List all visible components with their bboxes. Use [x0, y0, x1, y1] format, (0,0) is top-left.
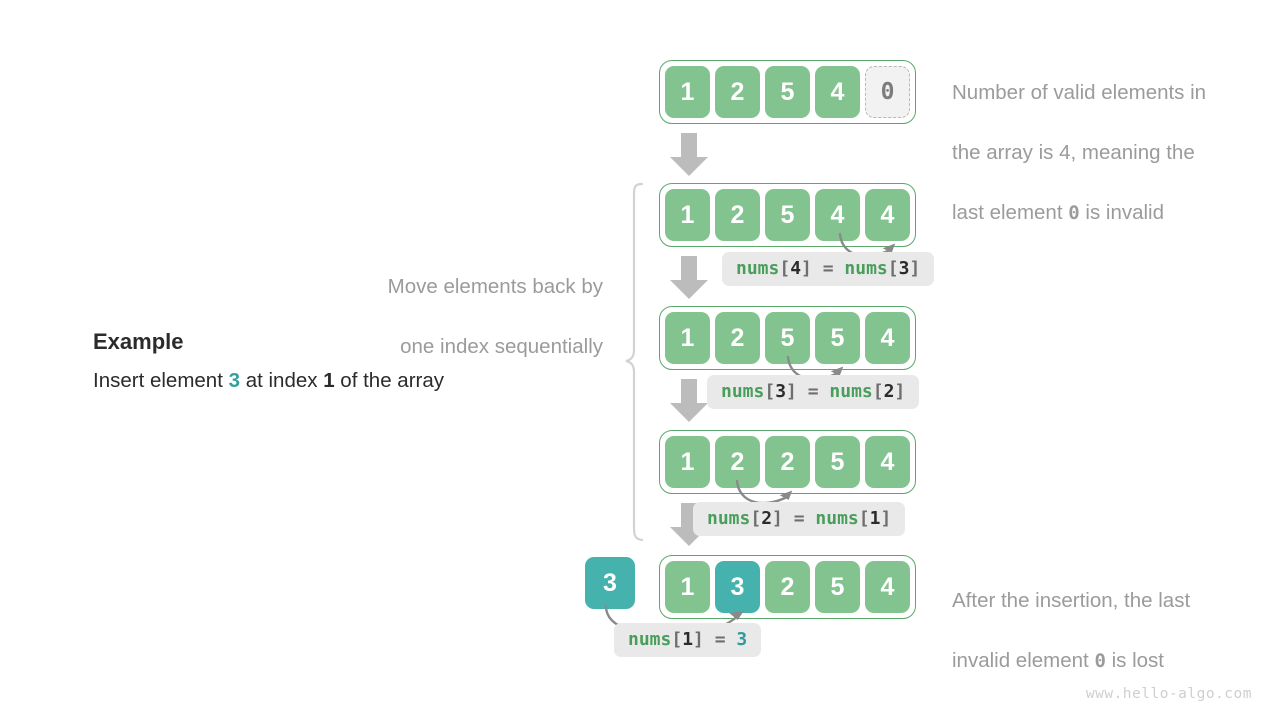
- down-arrow-icon: [669, 133, 709, 182]
- code-index: 3: [898, 258, 910, 279]
- code-fn: nums: [721, 381, 765, 402]
- array-cell[interactable]: 4: [815, 189, 860, 241]
- array-row-shift-2: 1 2 2 5 4: [659, 430, 916, 494]
- code-index: 2: [761, 508, 773, 529]
- array-cell[interactable]: 2: [765, 436, 810, 488]
- code-bracket: ]: [894, 381, 906, 402]
- code-index: 1: [682, 629, 694, 650]
- note-bottom-line2-pre: invalid element: [952, 649, 1095, 672]
- array-cell[interactable]: 5: [765, 189, 810, 241]
- array-cell[interactable]: 2: [715, 312, 760, 364]
- code-operator: =: [822, 258, 834, 279]
- array-cell[interactable]: 5: [815, 312, 860, 364]
- note-bottom: After the insertion, the last invalid el…: [952, 556, 1262, 676]
- code-bracket: [: [750, 508, 762, 529]
- note-brace-line2: one index sequentially: [400, 335, 603, 358]
- note-bottom-line2-post: is lost: [1105, 649, 1165, 672]
- note-brace-line1: Move elements back by: [387, 275, 603, 298]
- note-bottom-line2-value: 0: [1094, 650, 1106, 672]
- code-fn: nums: [829, 381, 873, 402]
- note-bottom-line1: After the insertion, the last: [952, 589, 1191, 612]
- array-cell[interactable]: 4: [865, 436, 910, 488]
- code-index: 3: [775, 381, 787, 402]
- array-cell[interactable]: 1: [665, 189, 710, 241]
- array-cell[interactable]: 5: [765, 66, 810, 118]
- note-top-line1: Number of valid elements in: [952, 81, 1207, 104]
- down-arrow-icon: [669, 256, 709, 305]
- note-top-line2: the array is 4, meaning the: [952, 141, 1195, 164]
- array-row-shift-4: 1 2 5 4 4: [659, 183, 916, 247]
- brace-icon: [624, 182, 646, 547]
- code-label-4-3: nums[4] = nums[3]: [722, 252, 935, 286]
- code-bracket: [: [887, 258, 899, 279]
- note-top-line3-post: is invalid: [1079, 201, 1164, 224]
- array-cell[interactable]: 1: [665, 561, 710, 613]
- array-cell-invalid[interactable]: 0: [865, 66, 910, 118]
- array-cell[interactable]: 4: [865, 561, 910, 613]
- array-cell[interactable]: 5: [765, 312, 810, 364]
- code-index: 2: [883, 381, 895, 402]
- watermark: www.hello-algo.com: [1085, 686, 1252, 702]
- code-operator: =: [714, 629, 726, 650]
- array-cell[interactable]: 2: [715, 66, 760, 118]
- code-fn: nums: [736, 258, 780, 279]
- code-operator: =: [807, 381, 819, 402]
- code-label-3-2: nums[3] = nums[2]: [707, 375, 920, 409]
- array-cell-inserted[interactable]: 3: [715, 561, 760, 613]
- array-cell[interactable]: 1: [665, 312, 710, 364]
- code-bracket: [: [671, 629, 683, 650]
- code-bracket: [: [872, 381, 884, 402]
- example-desc-index: 1: [323, 369, 335, 392]
- code-index: 1: [869, 508, 881, 529]
- code-bracket: [: [764, 381, 776, 402]
- example-desc-prefix: Insert element: [93, 369, 229, 392]
- code-bracket: ]: [772, 508, 783, 529]
- note-top-line3-pre: last element: [952, 201, 1069, 224]
- code-index: 4: [790, 258, 802, 279]
- example-title: Example: [93, 329, 184, 354]
- code-operator: =: [793, 508, 805, 529]
- code-fn: nums: [815, 508, 859, 529]
- array-cell[interactable]: 5: [815, 561, 860, 613]
- array-cell[interactable]: 1: [665, 66, 710, 118]
- array-cell[interactable]: 2: [715, 436, 760, 488]
- code-fn: nums: [628, 629, 672, 650]
- note-top: Number of valid elements in the array is…: [952, 48, 1262, 228]
- insert-source-box[interactable]: 3: [585, 557, 635, 609]
- array-row-final: 1 3 2 5 4: [659, 555, 916, 619]
- code-bracket: [: [858, 508, 870, 529]
- example-desc-mid: at index: [240, 369, 324, 392]
- code-bracket: ]: [786, 381, 797, 402]
- code-bracket: ]: [880, 508, 892, 529]
- code-bracket: ]: [693, 629, 704, 650]
- code-label-insert: nums[1] = 3: [614, 623, 762, 657]
- array-cell[interactable]: 1: [665, 436, 710, 488]
- code-fn: nums: [707, 508, 751, 529]
- code-bracket: ]: [909, 258, 921, 279]
- example-desc-value: 3: [228, 369, 240, 392]
- array-cell[interactable]: 2: [765, 561, 810, 613]
- copy-arrow-icon: [733, 479, 813, 520]
- array-cell[interactable]: 2: [715, 189, 760, 241]
- array-cell[interactable]: 4: [865, 312, 910, 364]
- example-desc-suffix: of the array: [334, 369, 444, 392]
- example-description: Insert element 3 at index 1 of the array: [93, 369, 444, 393]
- code-value: 3: [736, 629, 748, 650]
- code-label-2-1: nums[2] = nums[1]: [693, 502, 906, 536]
- array-row-shift-3: 1 2 5 5 4: [659, 306, 916, 370]
- array-cell[interactable]: 4: [815, 66, 860, 118]
- array-row-initial: 1 2 5 4 0: [659, 60, 916, 124]
- code-fn: nums: [844, 258, 888, 279]
- array-cell[interactable]: 4: [865, 189, 910, 241]
- note-top-line3-value: 0: [1068, 202, 1080, 224]
- array-cell[interactable]: 5: [815, 436, 860, 488]
- note-brace: Move elements back by one index sequenti…: [300, 242, 603, 362]
- code-bracket: [: [779, 258, 791, 279]
- code-bracket: ]: [801, 258, 812, 279]
- down-arrow-icon: [669, 379, 709, 428]
